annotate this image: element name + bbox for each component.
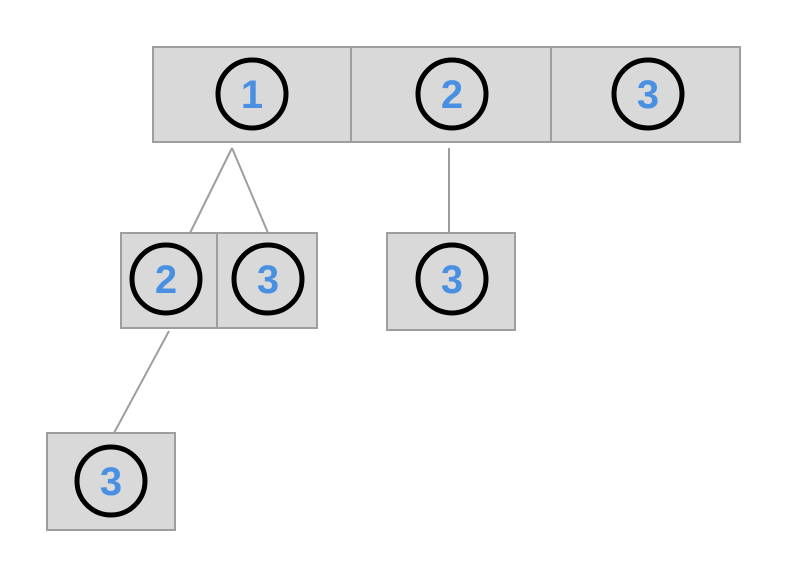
child-cell-2: 2 <box>120 232 218 329</box>
root-node: 1 2 3 <box>152 46 741 143</box>
connector-root-1-to-child-right <box>231 147 269 234</box>
grandchild-cell-3: 3 <box>46 432 176 531</box>
cell-label: 3 <box>441 258 463 302</box>
cell-label: 3 <box>637 73 659 117</box>
child-node-of-2: 3 <box>386 232 516 331</box>
cell-circle <box>415 57 489 131</box>
connector-child-2-to-grandchild <box>113 330 170 434</box>
cell-label: 3 <box>257 258 279 302</box>
cell-circle <box>231 242 305 316</box>
root-cell-1: 1 <box>152 46 352 143</box>
cell-circle <box>129 242 203 316</box>
cell-label: 1 <box>241 73 263 117</box>
cell-circle <box>215 57 289 131</box>
grandchild-node: 3 <box>46 432 176 531</box>
cell-circle <box>611 57 685 131</box>
connector-root-1-to-child-left <box>189 147 233 234</box>
cell-label: 3 <box>100 460 122 504</box>
child-cell-3: 3 <box>216 232 318 329</box>
child-cell-3: 3 <box>386 232 516 331</box>
child-node-of-1: 2 3 <box>120 232 318 329</box>
cell-label: 2 <box>441 73 463 117</box>
cell-circle <box>415 242 489 316</box>
root-cell-2: 2 <box>350 46 552 143</box>
root-cell-3: 3 <box>550 46 741 143</box>
cell-circle <box>74 444 148 518</box>
connectors <box>113 147 450 434</box>
cell-label: 2 <box>155 258 177 302</box>
cell-box <box>386 232 516 331</box>
